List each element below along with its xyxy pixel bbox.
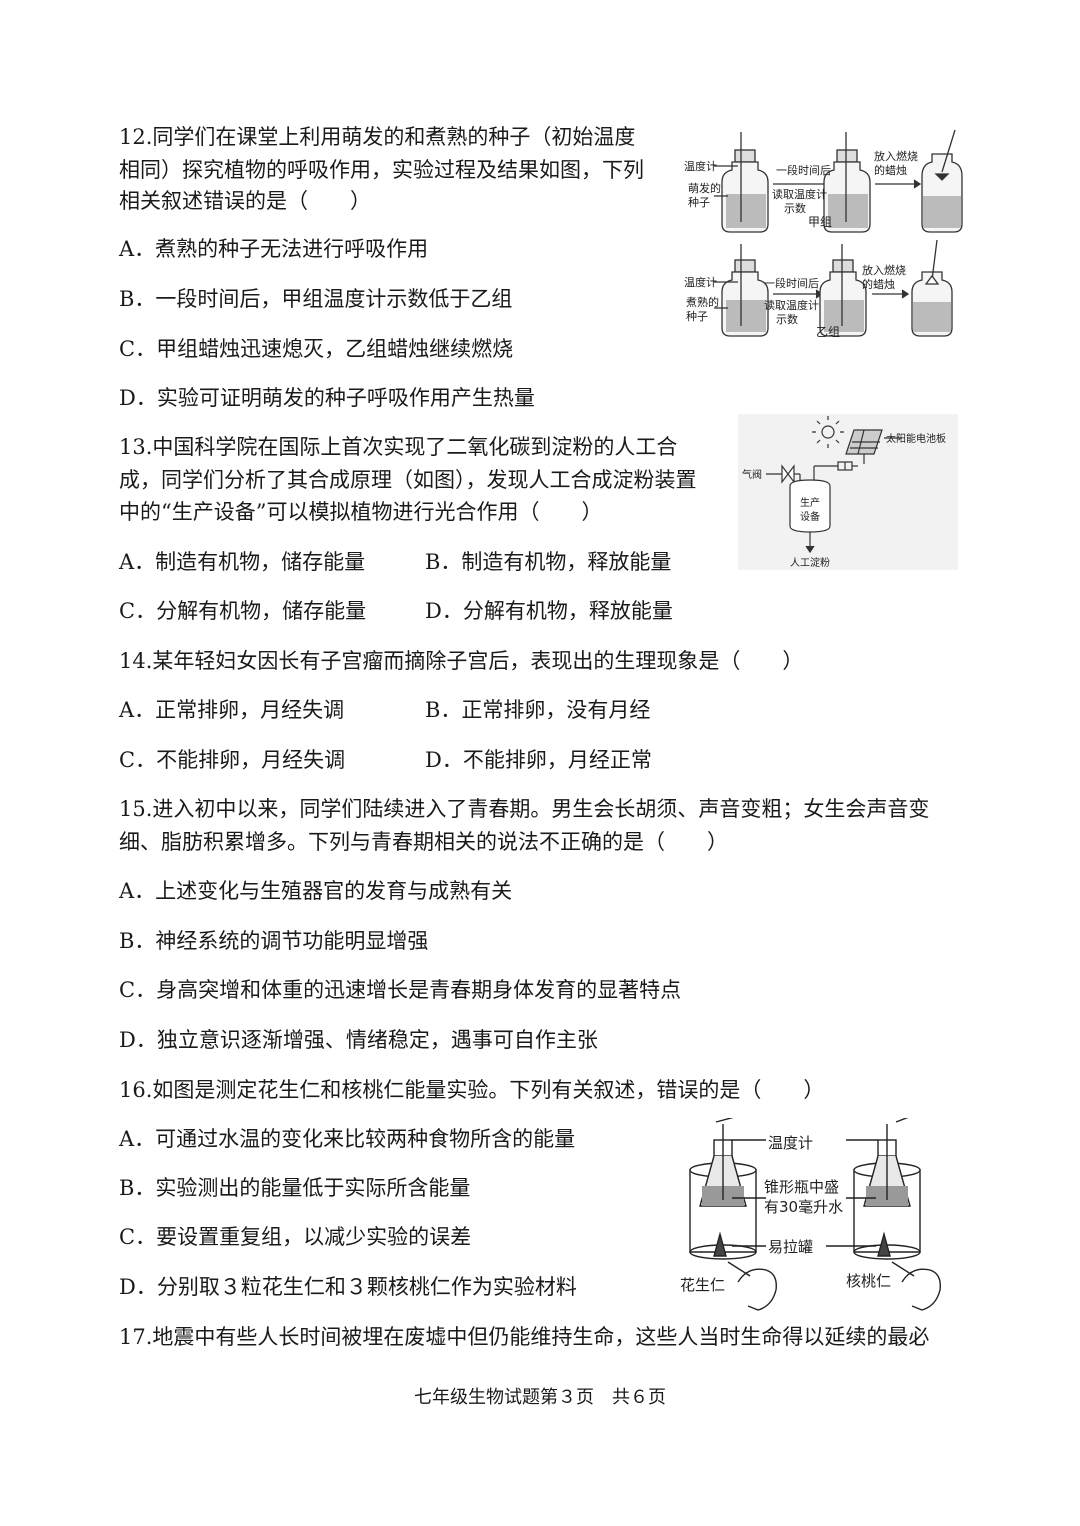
- starch-synthesis-figure: 太阳能电池板 气阀 生产 设备 人工淀粉: [738, 414, 958, 570]
- fig12-read-a-1: 读取温度计: [772, 187, 827, 201]
- fig12-read-b-2: 示数: [776, 313, 798, 326]
- q14-option-a[interactable]: A．正常排卵，月经失调: [119, 698, 345, 722]
- q16-option-a[interactable]: A．可通过水温的变化来比较两种食物所含的能量: [119, 1127, 576, 1151]
- q15-option-a[interactable]: A．上述变化与生殖器官的发育与成熟有关: [119, 879, 513, 903]
- fig12-group-b: 乙组: [816, 325, 840, 339]
- q12-stem-line-2: 相同）探究植物的呼吸作用，实验过程及结果如图，下列: [119, 158, 644, 182]
- fig13-equipment-2: 设备: [800, 510, 820, 523]
- q15-option-d[interactable]: D．独立意识逐渐增强、情绪稳定，遇事可自作主张: [119, 1028, 598, 1052]
- fig12-put-candle-a-1: 放入燃烧: [874, 149, 918, 163]
- q15-stem-line-2: 细、脂肪积累增多。下列与青春期相关的说法不正确的是（ ）: [119, 830, 728, 854]
- q13-stem-line-2: 成，同学们分析了其合成原理（如图），发现人工合成淀粉装置: [119, 468, 697, 492]
- q14-option-b[interactable]: B．正常排卵，没有月经: [425, 698, 651, 722]
- q14-option-d[interactable]: D．不能排卵，月经正常: [425, 748, 652, 772]
- fig12-thermometer-a: 温度计: [684, 159, 717, 173]
- fig13-starch: 人工淀粉: [790, 556, 830, 569]
- fig16-flask-2: 有30毫升水: [764, 1198, 843, 1216]
- q12-stem-line-1: 12.同学们在课堂上利用萌发的和煮熟的种子（初始温度: [119, 125, 636, 149]
- q13-stem-line-1: 13.中国科学院在国际上首次实现了二氧化碳到淀粉的人工合: [119, 435, 678, 459]
- fig13-solar-panel: 太阳能电池板: [886, 432, 946, 445]
- fig12-put-candle-b-2: 的蜡烛: [862, 277, 895, 291]
- fig12-germinating-1: 萌发的: [688, 181, 721, 195]
- q12-stem-line-3: 相关叙述错误的是（ ）: [119, 189, 371, 213]
- food-energy-experiment-figure: 温度计 锥形瓶中盛 有30毫升水 易拉罐 花生仁 核桃仁: [680, 1118, 941, 1311]
- page-footer: 七年级生物试题第３页 共６页: [414, 1387, 666, 1408]
- q13-option-a[interactable]: A．制造有机物，储存能量: [119, 550, 366, 574]
- q16-option-b[interactable]: B．实验测出的能量低于实际所含能量: [119, 1176, 471, 1200]
- q16-option-c[interactable]: C．要设置重复组，以减少实验的误差: [119, 1225, 472, 1249]
- fig13-equipment-1: 生产: [800, 496, 820, 509]
- fig12-thermometer-b: 温度计: [684, 275, 717, 289]
- q15-option-c[interactable]: C．身高突增和体重的迅速增长是青春期身体发育的显著特点: [119, 978, 682, 1002]
- fig13-valve: 气阀: [742, 468, 762, 481]
- q12-option-d[interactable]: D．实验可证明萌发的种子呼吸作用产生热量: [119, 386, 535, 410]
- q16-stem: 16.如图是测定花生仁和核桃仁能量实验。下列有关叙述，错误的是（ ）: [119, 1078, 825, 1102]
- fig12-group-a: 甲组: [808, 215, 832, 229]
- fig12-after-time-a: 一段时间后: [776, 163, 831, 177]
- q16-option-d[interactable]: D．分别取３粒花生仁和３颗核桃仁作为实验材料: [119, 1275, 577, 1299]
- fig12-put-candle-b-1: 放入燃烧: [862, 263, 906, 277]
- q14-option-c[interactable]: C．不能排卵，月经失调: [119, 748, 346, 772]
- q13-stem-line-3: 中的“生产设备”可以模拟植物进行光合作用（ ）: [119, 500, 603, 524]
- q13-option-d[interactable]: D．分解有机物，释放能量: [425, 599, 673, 623]
- fig16-flask-1: 锥形瓶中盛: [764, 1178, 839, 1196]
- fig16-can: 易拉罐: [768, 1238, 813, 1256]
- fig12-read-a-2: 示数: [784, 202, 806, 215]
- q12-option-b[interactable]: B．一段时间后，甲组温度计示数低于乙组: [119, 287, 513, 311]
- q12-option-a[interactable]: A．煮熟的种子无法进行呼吸作用: [119, 237, 429, 261]
- q14-stem: 14.某年轻妇女因长有子宫瘤而摘除子宫后，表现出的生理现象是（ ）: [119, 649, 804, 673]
- fig12-read-b-1: 读取温度计: [764, 298, 819, 312]
- q15-stem-line-1: 15.进入初中以来，同学们陆续进入了青春期。男生会长胡须、声音变粗；女生会声音变: [119, 797, 930, 821]
- fig16-peanut: 花生仁: [680, 1276, 725, 1294]
- fig16-walnut: 核桃仁: [846, 1272, 891, 1290]
- respiration-experiment-figure: 温度计 萌发的 种子 一段时间后 读取温度计 示数 放入燃烧 的蜡烛 甲组 温度…: [684, 129, 963, 339]
- q13-option-b[interactable]: B．制造有机物，释放能量: [425, 550, 672, 574]
- fig12-germinating-2: 种子: [688, 195, 710, 209]
- fig12-after-time-b: 一段时间后: [764, 276, 819, 290]
- fig12-boiled-1: 煮熟的: [686, 295, 719, 309]
- fig12-put-candle-a-2: 的蜡烛: [874, 163, 907, 177]
- q17-stem: 17.地震中有些人长时间被埋在废墟中但仍能维持生命，这些人当时生命得以延续的最必: [119, 1325, 930, 1349]
- q13-option-c[interactable]: C．分解有机物，储存能量: [119, 599, 367, 623]
- fig12-boiled-2: 种子: [686, 309, 708, 323]
- fig16-thermometer: 温度计: [768, 1134, 813, 1152]
- q15-option-b[interactable]: B．神经系统的调节功能明显增强: [119, 929, 429, 953]
- q12-option-c[interactable]: C．甲组蜡烛迅速熄灭，乙组蜡烛继续燃烧: [119, 337, 514, 361]
